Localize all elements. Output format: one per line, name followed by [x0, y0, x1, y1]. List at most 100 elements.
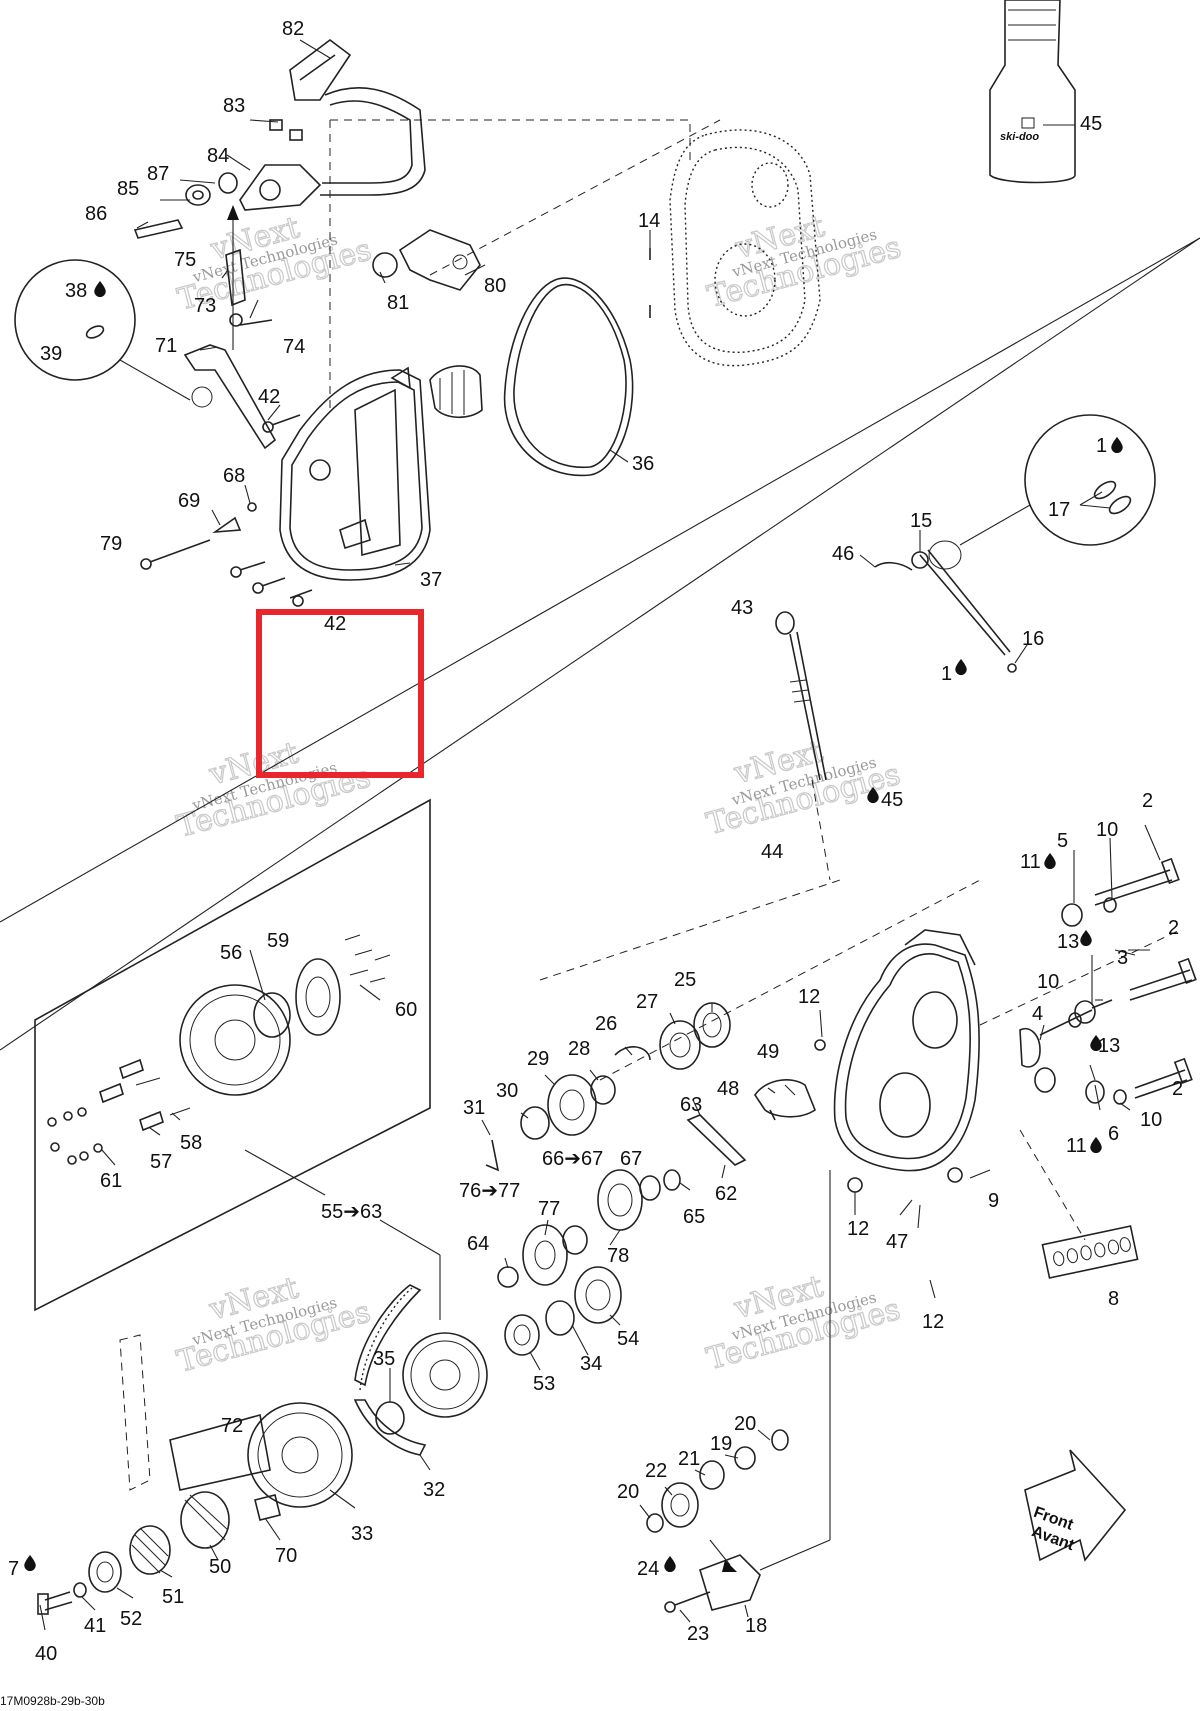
part-label: 35 — [373, 1348, 395, 1370]
part-label: 34 — [580, 1353, 602, 1375]
part-label: 45 — [1080, 113, 1102, 135]
part-label: 43 — [731, 597, 753, 619]
part-label: 32 — [423, 1479, 445, 1501]
oil-drop-icon — [664, 1556, 676, 1572]
svg-text:ski-doo: ski-doo — [1000, 131, 1039, 143]
part-label: 46 — [832, 543, 854, 565]
part-label: 56 — [220, 942, 242, 964]
part-label: 6 — [1108, 1123, 1119, 1145]
part-label: 78 — [607, 1245, 629, 1267]
part-label: 58 — [180, 1132, 202, 1154]
watermarks: vNext Technologies vNext Technologies vN… — [173, 208, 905, 1380]
part-label: 68 — [223, 465, 245, 487]
front-direction-arrow: Front Avant — [1024, 1449, 1127, 1562]
part-label: 51 — [162, 1586, 184, 1608]
part-label: 36 — [632, 453, 654, 475]
part-label: 22 — [645, 1460, 667, 1482]
o-ring-strip — [1019, 1129, 1139, 1279]
part-label: 87 — [147, 163, 169, 185]
part-label: 53 — [533, 1373, 555, 1395]
part-label: 67 — [620, 1148, 642, 1170]
shift-fork-parts — [646, 1170, 831, 1613]
part-label: 38 — [65, 280, 87, 302]
oil-drop-icon — [1044, 853, 1056, 869]
part-label: 11 — [1020, 851, 1041, 873]
oil-drop-icon — [1080, 930, 1092, 946]
oil-bottle: ski-doo — [989, 0, 1076, 184]
part-label: 12 — [922, 1311, 944, 1333]
drive-shaft-parts — [37, 1491, 230, 1615]
part-label: 64 — [467, 1233, 489, 1255]
part-label: 50 — [209, 1556, 231, 1578]
part-label: 45 — [881, 789, 903, 811]
part-label: 74 — [283, 336, 305, 358]
part-label: 1 — [1096, 435, 1107, 457]
part-label: 61 — [100, 1170, 122, 1192]
part-label: 5 — [1057, 830, 1068, 852]
part-label: 82 — [282, 18, 304, 40]
part-label: 20 — [734, 1413, 756, 1435]
part-label: 14 — [638, 210, 660, 232]
part-label: 83 — [223, 95, 245, 117]
part-label: 10 — [1140, 1109, 1162, 1131]
part-label: 8 — [1108, 1288, 1119, 1310]
part-label: 19 — [710, 1433, 732, 1455]
chaincase-cover-dotted — [649, 129, 821, 367]
part-label: 54 — [617, 1328, 639, 1350]
part-label: 20 — [617, 1481, 639, 1503]
part-label: 85 — [117, 178, 139, 200]
part-label: 49 — [757, 1041, 779, 1063]
part-label: 7 — [8, 1558, 19, 1580]
part-label: 59 — [267, 930, 289, 952]
part-label: 65 — [683, 1206, 705, 1228]
oil-drop-icon — [94, 281, 106, 297]
part-label: 23 — [687, 1623, 709, 1645]
part-label: 70 — [275, 1545, 297, 1567]
gasket — [503, 277, 634, 477]
part-label: 79 — [100, 533, 122, 555]
rods — [775, 549, 1017, 881]
gearbox-housing — [814, 929, 1056, 1193]
part-label: 52 — [120, 1608, 142, 1630]
part-label: 47 — [886, 1231, 908, 1253]
part-label: 40 — [35, 1643, 57, 1665]
part-label: 10 — [1096, 819, 1118, 841]
part-label: 41 — [84, 1615, 106, 1637]
part-label: 42 — [324, 613, 346, 635]
part-labels: 82 83 84 85 87 86 75 73 74 81 80 14 45 3… — [8, 18, 1183, 1665]
part-label: 11 — [1066, 1135, 1087, 1157]
oil-drop-icon — [955, 659, 967, 675]
part-label: 13 — [1098, 1035, 1120, 1057]
part-label: 57 — [150, 1151, 172, 1173]
part-label: 73 — [194, 295, 216, 317]
part-label: 42 — [258, 386, 280, 408]
detail-circle-38-39 — [14, 259, 136, 381]
part-label: 75 — [174, 249, 196, 271]
highlight-box — [256, 609, 424, 778]
part-label: 77 — [538, 1198, 560, 1220]
detail-circle-1-17 — [1024, 414, 1156, 546]
part-label: 84 — [207, 145, 229, 167]
part-label: 60 — [395, 999, 417, 1021]
gear-train — [485, 1002, 816, 1356]
part-label: 9 — [988, 1190, 999, 1212]
part-label: 1 — [941, 663, 952, 685]
chain-sprockets — [119, 1284, 488, 1521]
part-label: 25 — [674, 969, 696, 991]
part-label: 16 — [1022, 628, 1044, 650]
part-label: 62 — [715, 1183, 737, 1205]
part-label: 13 — [1057, 931, 1079, 953]
right-bolts — [1039, 857, 1197, 1105]
part-label: 17 — [1048, 499, 1070, 521]
oil-drop-icon — [1090, 1137, 1102, 1153]
brake-lever-assembly — [133, 39, 481, 450]
part-label: 24 — [637, 1558, 659, 1580]
oil-drop-icon — [1111, 437, 1123, 453]
part-label: 66➔67 — [542, 1148, 603, 1170]
part-label: 28 — [568, 1038, 590, 1060]
part-label: 21 — [678, 1448, 700, 1470]
part-label: 44 — [761, 841, 783, 863]
inset-box-55-63 — [34, 798, 441, 1320]
part-label: 18 — [745, 1615, 767, 1637]
part-label: 12 — [798, 986, 820, 1008]
